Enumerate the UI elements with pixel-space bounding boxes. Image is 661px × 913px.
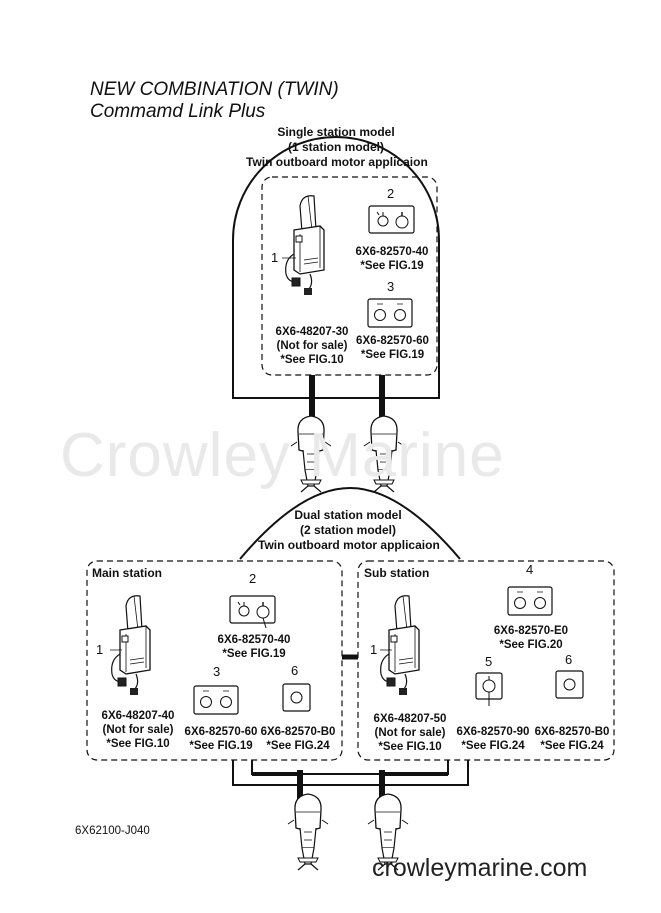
switch-panel-icon	[229, 595, 276, 629]
callout-2: 2	[249, 571, 257, 586]
single-station-frame	[232, 136, 440, 399]
callout-1: 1	[370, 642, 378, 657]
callout-4: 4	[526, 562, 534, 577]
remote-control-icon	[111, 595, 151, 696]
part-label: 6X6-82570-40 *See FIG.19	[355, 246, 429, 272]
callout-3: 3	[387, 279, 395, 294]
sub-station-box	[357, 560, 615, 761]
switch-panel-icon	[368, 205, 415, 234]
remote-control-icon	[380, 595, 420, 696]
part-label: 6X6-82570-60 *See FIG.19	[356, 335, 429, 361]
part-label: 6X6-82570-B0 *See FIG.24	[260, 726, 336, 752]
single-station-dashed-box	[261, 176, 438, 376]
part-label: 6X6-48207-30 (Not for sale) *See FIG.10	[275, 326, 349, 366]
double-switch-icon	[507, 586, 553, 616]
site-url: crowleymarine.com	[372, 854, 588, 882]
key-switch-icon	[475, 672, 503, 706]
callout-3: 3	[213, 664, 221, 679]
part-label: 6X6-82570-40 *See FIG.19	[217, 634, 291, 660]
remote-control-icon	[285, 195, 325, 296]
part-label: 6X6-82570-B0 *See FIG.24	[534, 726, 610, 752]
callout-1: 1	[96, 642, 104, 657]
part-label: 6X6-82570-E0 *See FIG.20	[493, 625, 569, 651]
outboard-motor-icon	[287, 793, 329, 871]
single-button-icon	[555, 670, 584, 699]
single-button-icon	[282, 683, 311, 712]
dual-station-arc	[239, 486, 461, 560]
sub-station-label: Sub station	[364, 566, 430, 580]
watermark: Crowley Marine	[60, 421, 505, 490]
page-subtitle: Commamd Link Plus	[90, 101, 266, 122]
main-station-box	[86, 560, 343, 761]
dual-station-header: Dual station model (2 station model) Twi…	[258, 508, 440, 552]
double-switch-icon	[367, 298, 413, 328]
callout-6: 6	[565, 652, 573, 667]
single-station-header: Single station model (1 station model) T…	[246, 125, 428, 169]
double-switch-icon	[193, 685, 239, 715]
main-station-label: Main station	[92, 566, 163, 580]
callout-2: 2	[387, 186, 395, 201]
part-label: 6X6-82570-60 *See FIG.19	[184, 726, 258, 752]
part-label: 6X6-48207-40 (Not for sale) *See FIG.10	[101, 710, 175, 750]
page-title: NEW COMBINATION (TWIN)	[90, 79, 339, 100]
drawing-code: 6X62100-J040	[75, 825, 150, 837]
callout-1: 1	[271, 250, 279, 265]
callout-6: 6	[291, 663, 299, 678]
part-label: 6X6-82570-90 *See FIG.24	[456, 726, 530, 752]
callout-5: 5	[485, 654, 493, 669]
part-label: 6X6-48207-50 (Not for sale) *See FIG.10	[373, 713, 447, 753]
